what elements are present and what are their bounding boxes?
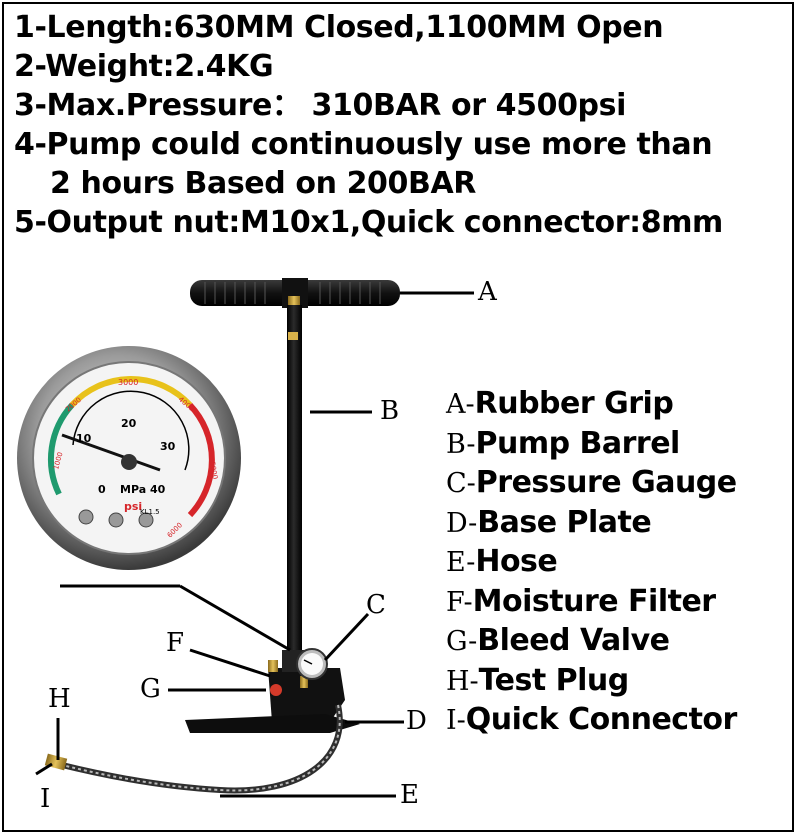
callout-f: F xyxy=(166,628,185,658)
gauge-psi-tick: 5000 xyxy=(208,461,219,480)
parts-legend: A-Rubber Grip B-Pump Barrel C-Pressure G… xyxy=(446,386,737,742)
callout-leader-lines xyxy=(35,291,474,798)
spec-usage: 4-Pump could continuously use more than xyxy=(14,127,713,162)
legend-item-a: A-Rubber Grip xyxy=(446,386,737,426)
legend-name: Bleed Valve xyxy=(477,623,670,658)
callout-b: B xyxy=(380,396,400,426)
gauge-mpa-tick: 30 xyxy=(160,440,176,453)
gauge-unit-psi: psi xyxy=(124,500,142,513)
legend-item-e: E-Hose xyxy=(446,544,737,584)
legend-item-f: F-Moisture Filter xyxy=(446,584,737,624)
spec-weight: 2-Weight:2.4KG xyxy=(14,49,274,84)
spec-usage-continued: 2 hours Based on 200BAR xyxy=(50,166,476,201)
spec-length: 1-Length:630MM Closed,1100MM Open xyxy=(14,10,664,45)
legend-code: H- xyxy=(446,665,479,697)
legend-name: Test Plug xyxy=(478,662,630,698)
spec-output: 5-Output nut:M10x1,Quick connector:8mm xyxy=(14,205,723,240)
legend-code: F- xyxy=(446,586,473,618)
callout-d: D xyxy=(406,706,427,736)
gauge-mpa-tick: 0 xyxy=(98,483,106,496)
legend-name: Pump Barrel xyxy=(475,425,680,461)
gauge-mpa-tick: 10 xyxy=(76,432,92,445)
gauge-mpa-tick: 20 xyxy=(121,417,137,430)
legend-item-g: G-Bleed Valve xyxy=(446,623,737,663)
legend-code: D- xyxy=(446,507,478,539)
spec-max-pressure: 3-Max.Pressure： 310BAR or 4500psi xyxy=(14,88,626,123)
pressure-gauge-detail: MPa psi KL1.5 0 10 20 30 40 1000 2000 30… xyxy=(17,346,241,570)
legend-item-c: C-Pressure Gauge xyxy=(446,465,737,505)
legend-code: E- xyxy=(446,547,476,578)
callout-h: H xyxy=(48,684,71,714)
callout-c: C xyxy=(366,590,386,620)
gauge-class: KL1.5 xyxy=(140,508,160,516)
callout-a: A xyxy=(478,277,497,307)
legend-name: Quick Connector xyxy=(465,702,738,737)
legend-item-b: B-Pump Barrel xyxy=(446,426,737,466)
gauge-psi-tick: 3000 xyxy=(118,378,138,387)
gauge-unit-mpa: MPa xyxy=(120,483,146,496)
base-plate xyxy=(185,714,360,733)
legend-code: A- xyxy=(446,389,475,420)
rubber-grip xyxy=(190,278,400,308)
legend-name: Hose xyxy=(475,544,558,579)
legend-code: I- xyxy=(446,705,466,736)
callout-g: G xyxy=(140,674,161,704)
legend-name: Pressure Gauge xyxy=(475,465,737,500)
spec-list: 1-Length:630MM Closed,1100MM Open 2-Weig… xyxy=(14,8,723,242)
callout-e: E xyxy=(400,780,419,810)
gauge-mpa-tick: 40 xyxy=(150,483,166,496)
legend-name: Moisture Filter xyxy=(472,583,716,619)
legend-code: B- xyxy=(446,428,476,460)
legend-name: Base Plate xyxy=(477,504,652,540)
callout-i: I xyxy=(40,784,51,814)
legend-item-h: H-Test Plug xyxy=(446,663,737,703)
pump-barrel xyxy=(287,305,302,655)
legend-name: Rubber Grip xyxy=(474,386,674,421)
legend-item-d: D-Base Plate xyxy=(446,505,737,545)
legend-code: C- xyxy=(446,468,476,499)
legend-item-i: I-Quick Connector xyxy=(446,702,737,742)
legend-code: G- xyxy=(446,626,478,657)
pressure-gauge-small xyxy=(296,648,328,680)
